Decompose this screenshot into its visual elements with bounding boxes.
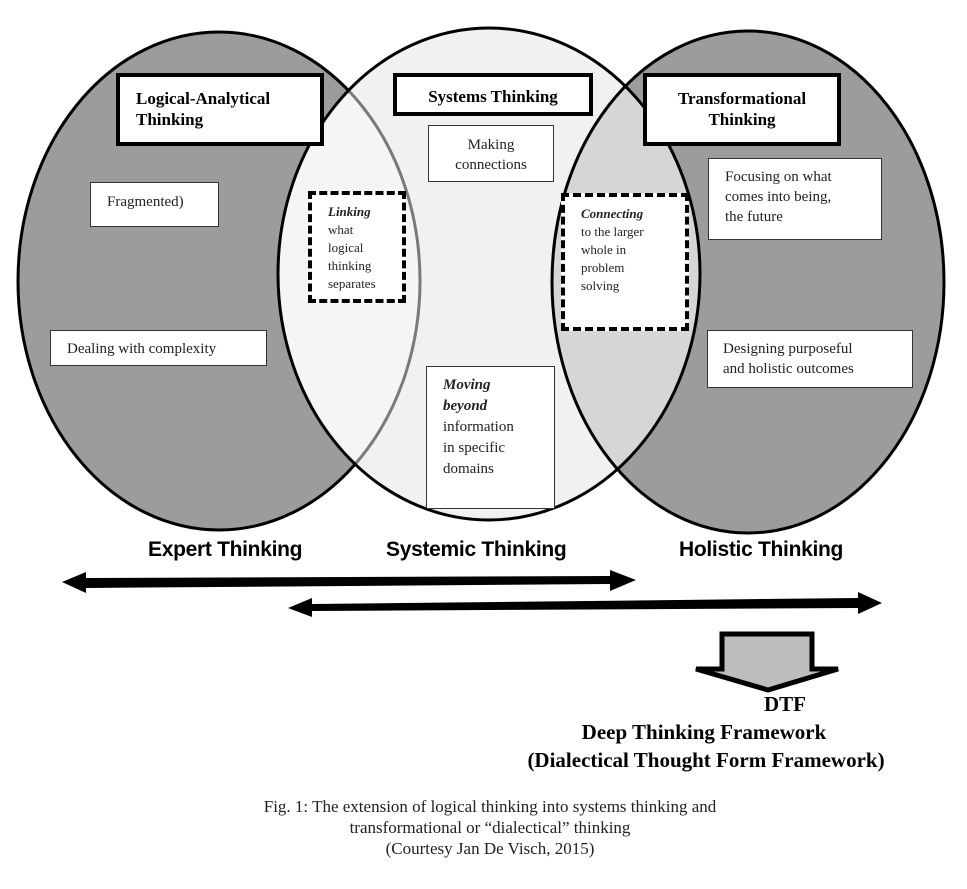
note-line: comes into being, <box>725 189 832 205</box>
title-transformational: Transformational Thinking <box>643 73 841 146</box>
note-fragmented: Fragmented) <box>90 182 219 227</box>
note-line: Designing purposeful <box>723 341 853 357</box>
title-text: Systems Thinking <box>428 87 558 106</box>
note-focusing-future: Focusing on what comes into being, the f… <box>708 158 882 240</box>
note-line: the future <box>725 209 783 225</box>
note-line: thinking <box>328 258 372 273</box>
overlap-middle-right <box>552 31 700 520</box>
title-line: Logical-Analytical <box>136 89 271 108</box>
note-line: in specific <box>443 440 506 456</box>
emphasis-linking: Linking <box>328 204 371 219</box>
right-circle-inner-edge <box>550 29 700 520</box>
note-line: what <box>328 222 354 237</box>
note-line: Making <box>467 137 515 153</box>
overlap-box-linking: Linking what logical thinking separates <box>308 191 406 303</box>
note-designing-outcomes: Designing purposeful and holistic outcom… <box>707 330 913 388</box>
note-line: separates <box>328 276 376 291</box>
note-making-connections: Making connections <box>428 125 554 182</box>
note-line: problem <box>581 260 625 275</box>
note-text: Fragmented) <box>107 194 184 210</box>
circle-systems-outline <box>276 26 702 522</box>
caption-line: Fig. 1: The extension of logical thinkin… <box>263 797 717 816</box>
arrow-systemic-to-holistic <box>288 592 882 617</box>
arrow-expert-to-systemic <box>62 570 636 593</box>
note-moving-beyond: Moving beyond information in specific do… <box>426 366 555 509</box>
title-line: Thinking <box>136 110 204 129</box>
note-line: logical <box>328 240 364 255</box>
label-systemic-thinking: Systemic Thinking <box>386 538 567 561</box>
emphasis-connecting: Connecting <box>581 206 644 221</box>
title-logical-analytical: Logical-Analytical Thinking <box>116 73 324 146</box>
caption-line: (Courtesy Jan De Visch, 2015) <box>385 839 595 858</box>
title-systems-thinking: Systems Thinking <box>393 73 593 116</box>
overlap-box-connecting: Connecting to the larger whole in proble… <box>561 193 689 331</box>
down-arrow <box>695 631 839 693</box>
note-line: whole in <box>581 242 627 257</box>
note-line: information <box>443 419 514 435</box>
note-text: Dealing with complexity <box>67 341 217 357</box>
title-line: Thinking <box>708 110 776 129</box>
note-line: solving <box>581 278 620 293</box>
note-line: Focusing on what <box>725 169 832 185</box>
note-dealing-with-complexity: Dealing with complexity <box>50 330 267 366</box>
dtf-alt-name: (Dialectical Thought Form Framework) <box>527 748 885 772</box>
note-line: connections <box>455 157 527 173</box>
overlap-left-middle <box>278 32 420 520</box>
figure-caption: Fig. 1: The extension of logical thinkin… <box>150 796 830 859</box>
left-circle-inner-edge <box>278 30 422 520</box>
title-line: Transformational <box>677 89 807 108</box>
note-line: domains <box>443 461 494 477</box>
emphasis-line: beyond <box>443 398 488 414</box>
emphasis-line: Moving <box>443 377 491 393</box>
note-line: to the larger <box>581 224 644 239</box>
label-holistic-thinking: Holistic Thinking <box>679 538 844 561</box>
note-line: and holistic outcomes <box>723 361 854 377</box>
dtf-acronym: DTF <box>764 692 806 716</box>
label-expert-thinking: Expert Thinking <box>148 538 303 561</box>
caption-line: transformational or “dialectical” thinki… <box>349 818 631 837</box>
dtf-name: Deep Thinking Framework <box>581 720 827 744</box>
